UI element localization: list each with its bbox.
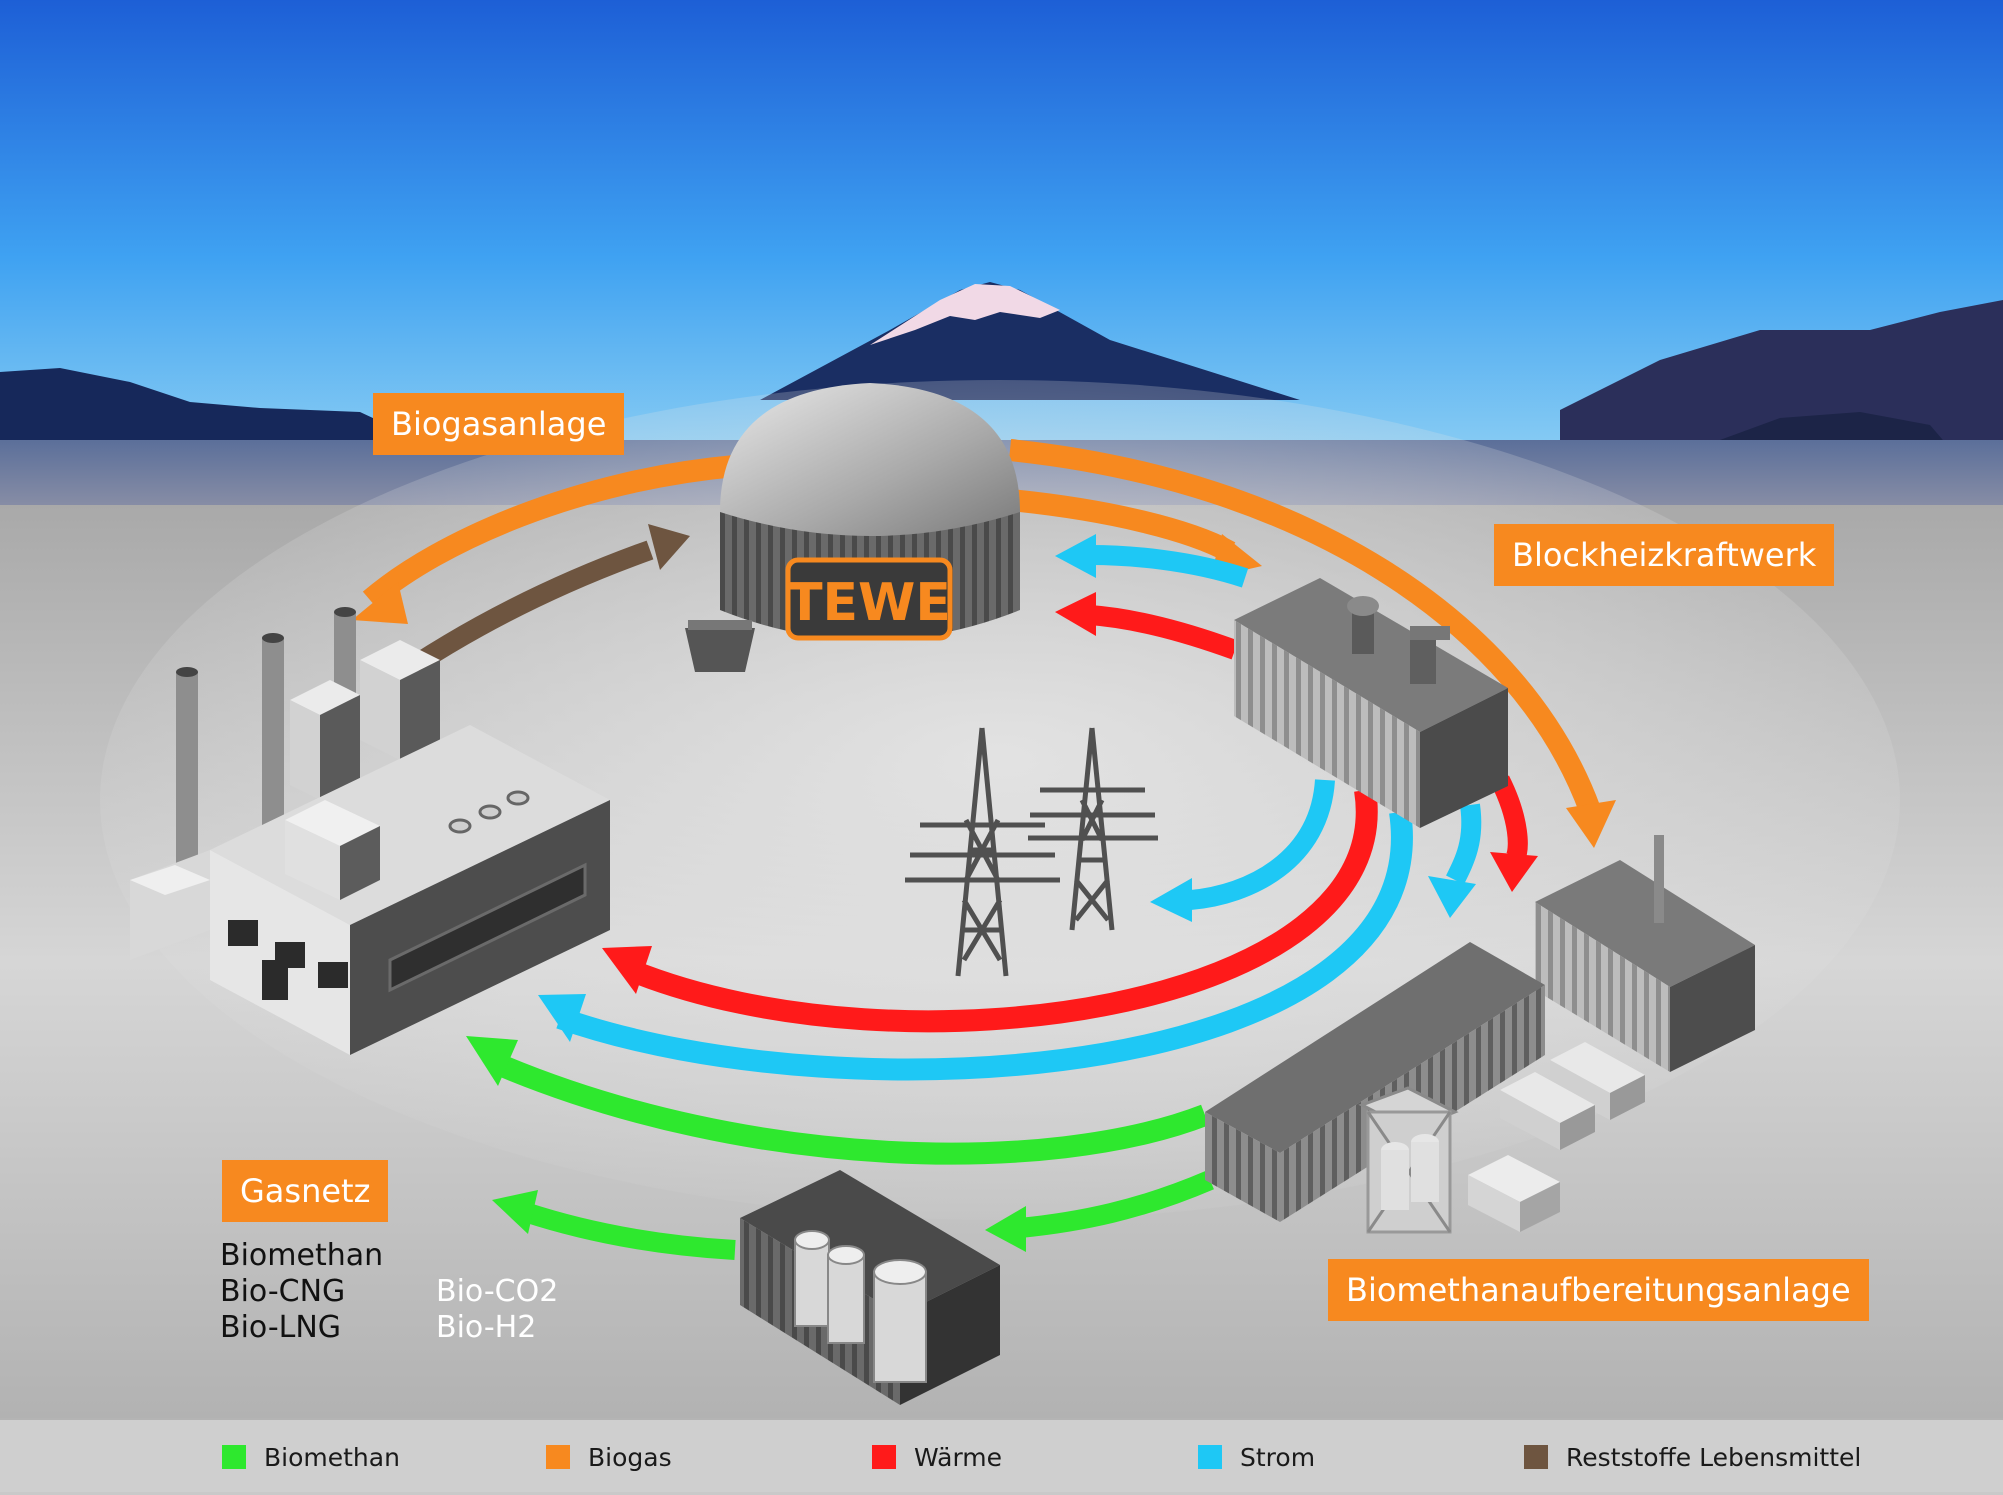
legend-label: Wärme — [914, 1442, 1003, 1472]
product-list-dark: Biomethan Bio-CNG Bio-LNG — [220, 1238, 383, 1346]
legend-label: Reststoffe Lebensmittel — [1566, 1442, 1862, 1472]
legend-label: Biogas — [588, 1442, 672, 1472]
arrow-biogas-to-upgrading — [1008, 439, 1601, 814]
product-item: Biomethan — [220, 1238, 384, 1273]
label-blockheizkraftwerk: Blockheizkraftwerk — [1494, 524, 1835, 586]
cng-tanks — [794, 1230, 927, 1383]
arrow-biogas-to-upgrading-head — [1566, 800, 1616, 848]
arrow-reststoffe-head — [648, 524, 690, 570]
mount-fuji — [760, 282, 1300, 400]
chiller-units — [1468, 1042, 1645, 1232]
arrow-strom-to-grid-head — [1150, 878, 1192, 922]
label-biomethanaufbereitungsanlage: Biomethanaufbereitungsanlage — [1328, 1259, 1869, 1321]
arrow-waerme-to-upgrading-head — [1490, 852, 1538, 892]
arrow-biomethan-to-gasnetz-head — [492, 1190, 538, 1234]
arrow-reststoffe — [409, 540, 654, 674]
flow-arrows — [352, 439, 1616, 1260]
legend-swatch — [1524, 1445, 1548, 1469]
arrow-biogas-to-industry-head — [352, 582, 408, 624]
arrow-waerme-to-industry — [625, 788, 1378, 1033]
tewe-logo-frame — [785, 557, 953, 641]
arrow-strom-to-dome-head — [1055, 534, 1096, 578]
fuji-snowcap — [870, 284, 1060, 345]
product-list-light: Bio-CO2 Bio-H2 — [436, 1274, 558, 1346]
arrow-strom-to-upgrading-head — [1428, 876, 1476, 918]
arrow-biogas-to-bhkw — [1008, 489, 1236, 562]
arrow-strom-to-grid — [1189, 779, 1335, 910]
upgrading-plant — [1205, 835, 1755, 1234]
arrow-biomethan-to-industry-head — [466, 1036, 518, 1086]
arrow-strom-to-industry-head — [538, 994, 586, 1042]
legend-item-biogas: Biogas — [546, 1442, 672, 1472]
arrow-strom-to-industry — [556, 810, 1413, 1081]
legend-item-reststoffe: Reststoffe Lebensmittel — [1524, 1442, 1861, 1472]
product-item: Bio-H2 — [436, 1310, 537, 1345]
arrow-biomethan-to-storage — [1019, 1170, 1214, 1238]
legend-item-strom: Strom — [1198, 1442, 1315, 1472]
arrow-biomethan-to-industry — [495, 1054, 1209, 1165]
legend-label: Biomethan — [264, 1442, 400, 1472]
legend-item-waerme: Wärme — [872, 1442, 1002, 1472]
bhkw-container — [1234, 578, 1508, 828]
arrow-biomethan-to-gasnetz — [521, 1202, 736, 1260]
dome-top — [720, 383, 1020, 536]
arrow-strom-to-dome — [1089, 545, 1249, 588]
legend-label: Strom — [1240, 1442, 1316, 1472]
industrial-plant — [130, 607, 610, 1055]
arrow-biogas-to-industry — [362, 455, 736, 609]
arrow-waerme-to-dome — [1089, 605, 1239, 660]
intake-tub — [685, 628, 755, 672]
legend-swatch — [1198, 1445, 1222, 1469]
power-pylons — [905, 727, 1158, 977]
product-item: Bio-LNG — [220, 1310, 342, 1345]
legend-swatch — [222, 1445, 246, 1469]
legend-item-biomethan: Biomethan — [222, 1442, 400, 1472]
storage-container — [740, 1170, 1000, 1405]
product-item: Bio-CO2 — [436, 1274, 559, 1309]
left-hills — [0, 368, 420, 440]
legend-swatch — [872, 1445, 896, 1469]
arrow-waerme-to-industry-head — [602, 946, 652, 994]
arrow-biomethan-to-storage-head — [985, 1206, 1026, 1252]
label-gasnetz: Gasnetz — [222, 1160, 389, 1222]
roof-vents — [448, 790, 530, 834]
legend: Biomethan Biogas Wärme Strom Reststoffe … — [0, 1418, 2003, 1492]
arrow-strom-to-upgrading — [1446, 803, 1482, 885]
product-item: Bio-CNG — [220, 1274, 346, 1309]
tewe-logo: TEWE — [787, 573, 951, 633]
legend-swatch — [546, 1445, 570, 1469]
biogas-plant: TEWE — [685, 383, 1020, 672]
label-biogasanlage: Biogasanlage — [373, 393, 625, 455]
arrow-waerme-to-dome-head — [1055, 592, 1096, 636]
